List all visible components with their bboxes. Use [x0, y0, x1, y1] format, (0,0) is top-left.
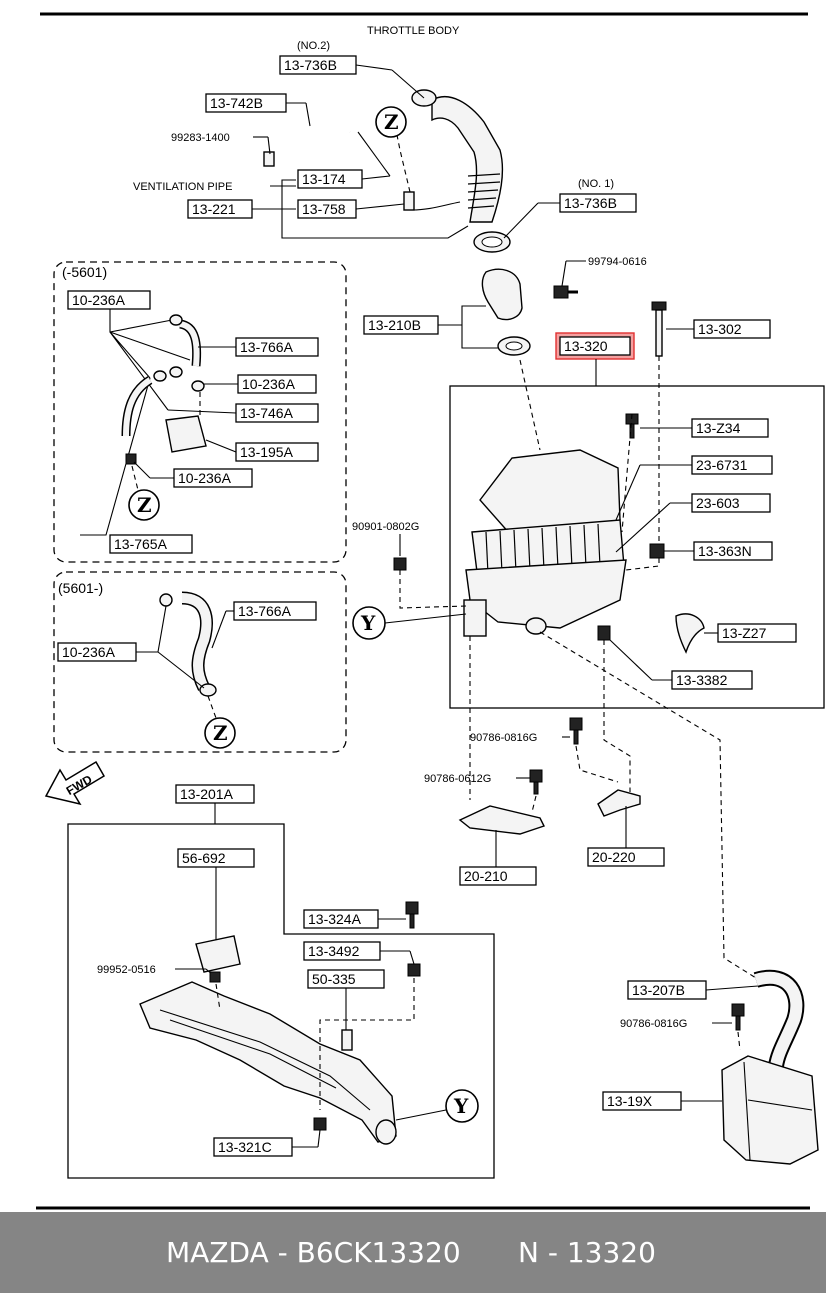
- part-90786-0612G-b[interactable]: 90786-0612G: [424, 773, 491, 785]
- part-13-3492[interactable]: 13-3492: [308, 943, 360, 959]
- ref-circle-z-g1: [128, 489, 160, 521]
- part-13-174[interactable]: 13-174: [302, 171, 346, 187]
- part-90786-0816G-a[interactable]: 90786-0816G: [470, 732, 537, 744]
- nut-13-321C: [313, 1117, 327, 1131]
- footer-part-code: N - 13320: [518, 1236, 656, 1269]
- label-group-5601-before: (-5601): [62, 264, 107, 280]
- footer-brand-part: MAZDA - B6CK13320: [166, 1236, 461, 1269]
- part-13-Z34[interactable]: 13-Z34: [696, 420, 741, 436]
- forward-arrow-icon: FWD: [44, 760, 106, 806]
- part-13-320[interactable]: 13-320: [564, 338, 608, 354]
- part-13-201A[interactable]: 13-201A: [180, 786, 234, 802]
- parts-diagram: THROTTLE BODY (NO.2) 13-736B 13-742B 992…: [36, 12, 825, 1210]
- part-box-20-210: [459, 866, 537, 886]
- label-group-5601-after: (5601-): [58, 580, 103, 596]
- hoses-group1: [121, 314, 207, 465]
- bolt-90901: [393, 557, 407, 571]
- part-g1-13-746A[interactable]: 13-746A: [240, 405, 294, 421]
- part-13-221[interactable]: 13-221: [192, 201, 236, 217]
- bolt-90786-a: [569, 717, 583, 731]
- ref-circle-z-top: [375, 106, 407, 138]
- part-g2-13-766A[interactable]: 13-766A: [238, 603, 292, 619]
- intake-duct-frame: [67, 823, 495, 1179]
- bolt-99794: [553, 285, 569, 299]
- clip-50-335: [341, 1029, 353, 1051]
- ref-circle-z-g2: [204, 717, 236, 749]
- group-5601-before: [53, 261, 347, 563]
- part-13-363N[interactable]: 13-363N: [698, 543, 752, 559]
- nut-13-3492: [407, 963, 421, 977]
- intake-duct-13-201A: [139, 981, 397, 1145]
- bracket-20-220: [597, 789, 641, 817]
- ref-y-main: Y: [360, 611, 376, 635]
- part-g1-10-236A-a[interactable]: 10-236A: [72, 292, 126, 308]
- part-13-324A[interactable]: 13-324A: [308, 911, 362, 927]
- part-20-210[interactable]: 20-210: [464, 868, 508, 884]
- label-no2: (NO.2): [297, 40, 330, 52]
- clip-13-Z27: [675, 613, 705, 654]
- part-13-Z27[interactable]: 13-Z27: [722, 625, 767, 641]
- air-duct-elbow: [481, 268, 523, 321]
- pcv-valve-13-195A: [165, 415, 207, 453]
- intake-hose-group: [263, 89, 578, 356]
- label-throttle-body: THROTTLE BODY: [367, 25, 460, 37]
- part-56-692[interactable]: 56-692: [182, 850, 226, 866]
- hose-group2: [159, 591, 217, 697]
- part-20-220[interactable]: 20-220: [592, 849, 636, 865]
- grommet-13-3382: [597, 625, 611, 641]
- part-box-13-320: [559, 336, 631, 356]
- part-90786-0816G-c[interactable]: 90786-0816G: [620, 1018, 687, 1030]
- bracket-56-692: [195, 935, 241, 973]
- part-13-321C[interactable]: 13-321C: [218, 1139, 272, 1155]
- part-13-736B-top[interactable]: 13-736B: [284, 57, 337, 73]
- ref-z-top: Z: [384, 110, 399, 134]
- bracket-20-210: [458, 805, 545, 835]
- part-g1-13-766A[interactable]: 13-766A: [240, 339, 294, 355]
- bolt-13-302: [651, 301, 667, 311]
- part-g1-10-236A-b[interactable]: 10-236A: [242, 376, 296, 392]
- part-23-6731[interactable]: 23-6731: [696, 457, 748, 473]
- intake-hose: [431, 95, 504, 223]
- air-cleaner-frame: [449, 385, 825, 709]
- label-ventilation-pipe: VENTILATION PIPE: [133, 181, 232, 193]
- part-99794-0616[interactable]: 99794-0616: [588, 256, 647, 268]
- part-box-g1-13-765A: [109, 534, 193, 554]
- part-23-603[interactable]: 23-603: [696, 495, 740, 511]
- nut-13-363N: [649, 543, 665, 559]
- part-g1-13-765A[interactable]: 13-765A: [114, 536, 168, 552]
- part-13-3382[interactable]: 13-3382: [676, 672, 728, 688]
- part-90901-0802G[interactable]: 90901-0802G: [352, 521, 419, 533]
- group-5601-after: [53, 571, 347, 753]
- part-99952-0516[interactable]: 99952-0516: [97, 964, 156, 976]
- ref-z-g2: Z: [213, 721, 228, 745]
- part-13-19X[interactable]: 13-19X: [607, 1093, 653, 1109]
- ventilation-fitting: [403, 191, 415, 211]
- part-13-736B-mid[interactable]: 13-736B: [564, 195, 617, 211]
- part-13-207B[interactable]: 13-207B: [632, 982, 685, 998]
- bolt-90786-b: [529, 769, 543, 783]
- part-50-335[interactable]: 50-335: [312, 971, 356, 987]
- air-cleaner-assembly: [463, 413, 705, 654]
- ref-z-g1: Z: [137, 493, 152, 517]
- part-box-g1-10-236A-a: [67, 290, 151, 310]
- part-13-210B[interactable]: 13-210B: [368, 317, 421, 333]
- bolt-99952: [209, 971, 221, 983]
- ref-circle-y-bottom: [445, 1089, 479, 1123]
- bolt-90786-c: [731, 1003, 745, 1017]
- part-g1-13-195A[interactable]: 13-195A: [240, 444, 294, 460]
- sensor-mount: [463, 599, 487, 637]
- part-13-742B[interactable]: 13-742B: [210, 95, 263, 111]
- part-g2-10-236A[interactable]: 10-236A: [62, 644, 116, 660]
- part-g1-10-236A-c[interactable]: 10-236A: [178, 470, 232, 486]
- bolt-13-324A: [405, 901, 419, 915]
- ventilation-clip: [263, 151, 275, 167]
- part-13-302[interactable]: 13-302: [698, 321, 742, 337]
- resonator-13-19X: [721, 1055, 819, 1165]
- ref-y-bottom: Y: [453, 1094, 469, 1118]
- part-13-758[interactable]: 13-758: [302, 201, 346, 217]
- air-cleaner-case: [465, 559, 627, 629]
- label-no1: (NO. 1): [578, 178, 614, 190]
- footer-bar: MAZDA - B6CK13320 N - 13320: [0, 1212, 826, 1293]
- part-99283-1400[interactable]: 99283-1400: [171, 132, 230, 144]
